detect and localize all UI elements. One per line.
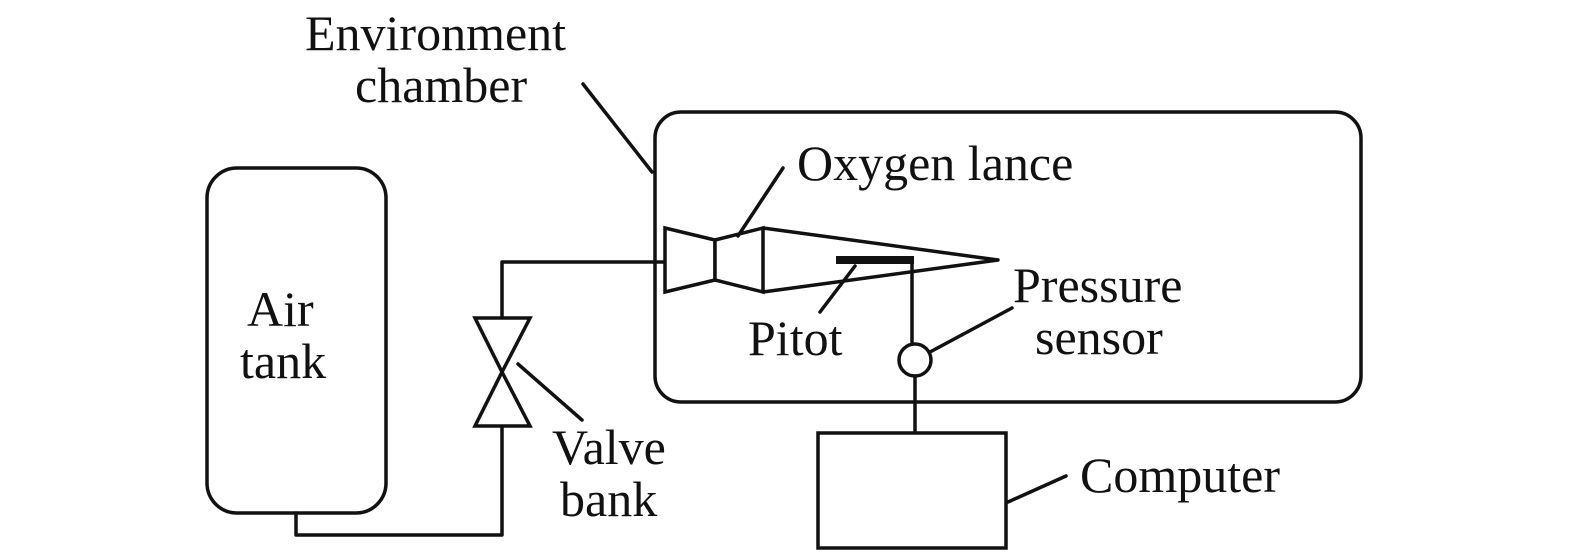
label-pressure-sensor-2: sensor: [1035, 309, 1163, 365]
leader-environment-chamber: [581, 82, 654, 174]
label-environment-chamber-1: Environment: [305, 5, 566, 61]
valve-bank-symbol: [472, 316, 533, 428]
pipe-valve-to-lance: [500, 260, 667, 320]
pipe-tank-to-valve: [294, 424, 504, 537]
leader-oxygen-lance: [736, 166, 785, 238]
label-air-tank-2: tank: [240, 333, 326, 389]
label-air-tank-1: Air: [247, 281, 314, 337]
label-computer: Computer: [1080, 447, 1280, 503]
label-pitot: Pitot: [748, 310, 843, 366]
leader-pitot: [818, 264, 857, 314]
oxygen-lance-nozzle: [663, 225, 765, 295]
leader-valve-bank: [516, 362, 584, 422]
leader-computer: [1006, 474, 1068, 504]
label-pressure-sensor-1: Pressure: [1013, 257, 1182, 313]
label-valve-bank-1: Valve: [552, 419, 666, 475]
label-oxygen-lance: Oxygen lance: [797, 135, 1073, 191]
environment-chamber-box: [653, 110, 1363, 404]
label-valve-bank-2: bank: [560, 471, 657, 527]
computer-box: [816, 431, 1008, 550]
leader-pressure-sensor: [928, 306, 1014, 354]
label-environment-chamber-2: chamber: [355, 57, 527, 113]
pressure-sensor-symbol: [897, 342, 933, 378]
